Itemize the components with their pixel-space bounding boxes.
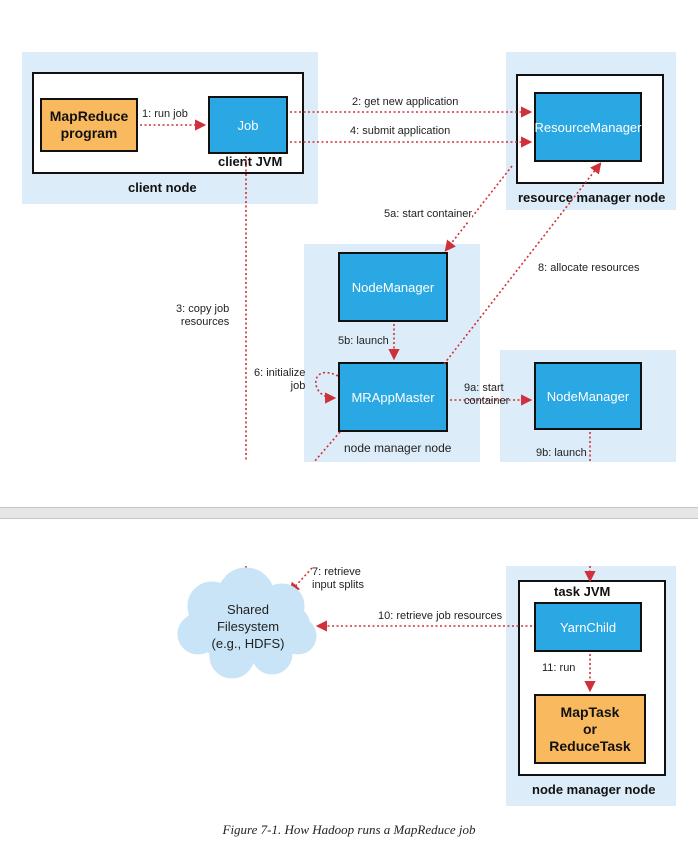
node-manager-node-label-1: node manager node: [344, 441, 452, 455]
client-jvm-label: client JVM: [218, 154, 283, 169]
arrow-initialize-job: [314, 371, 339, 404]
figure-caption: Figure 7-1. How Hadoop runs a MapReduce …: [222, 822, 476, 837]
node-manager-node-label-2: node manager node: [532, 782, 656, 797]
step-8-label: 8: allocate resources: [538, 262, 640, 275]
step-5b-label: 5b: launch: [338, 335, 389, 347]
step-6-label: 6: initialize job: [254, 367, 306, 392]
step-11-label: 11: run: [542, 662, 576, 674]
node-manager-box-1: NodeManager: [338, 252, 448, 322]
shared-filesystem-label: Shared Filesystem (e.g., HDFS): [211, 602, 285, 651]
step-2-label: 2: get new application: [352, 96, 459, 109]
map-or-reduce-task-box: MapTask or ReduceTask: [534, 694, 646, 764]
job-box: Job: [208, 96, 288, 154]
step-10-label: 10: retrieve job resources: [378, 610, 503, 623]
shared-filesystem-cloud-icon: [177, 567, 317, 679]
step-9b-label: 9b: launch: [536, 447, 587, 459]
step-1-label: 1: run job: [142, 108, 188, 120]
resource-manager-node-label: resource manager node: [518, 190, 666, 205]
step-3-label: 3: copy job resources: [176, 303, 230, 329]
mapreduce-program-box: MapReduce program: [40, 98, 138, 152]
mr-app-master-box: MRAppMaster: [338, 362, 448, 432]
page-divider: [0, 507, 698, 519]
node-manager-box-2: NodeManager: [534, 362, 642, 430]
arrow-allocate-resources: [443, 162, 602, 365]
task-jvm-label: task JVM: [554, 584, 611, 599]
step-7-label: 7: retrieve input splits: [312, 566, 364, 591]
step-9a-label: 9a: start container: [464, 382, 510, 407]
arrow-appmaster-down: [313, 431, 341, 463]
step-5a-label: 5a: start container: [384, 208, 473, 221]
client-node-label: client node: [128, 180, 197, 195]
yarn-child-box: YarnChild: [534, 602, 642, 652]
resource-manager-box: ResourceManager: [534, 92, 642, 162]
step-4-label: 4: submit application: [350, 125, 451, 138]
